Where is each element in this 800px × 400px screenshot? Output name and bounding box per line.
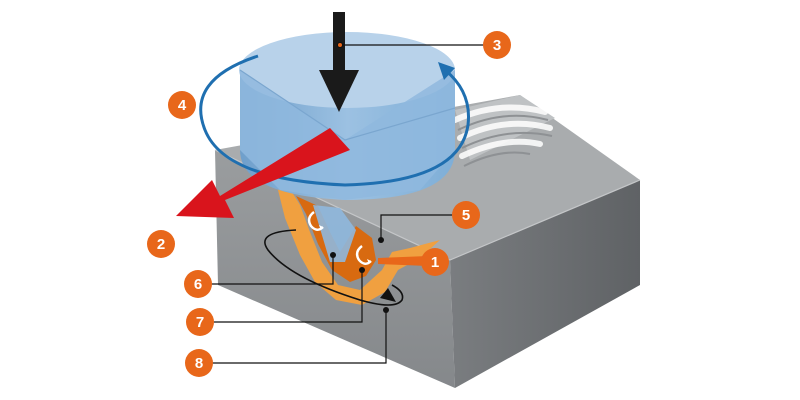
downforce-arrow-icon (319, 12, 359, 112)
leader-dots (330, 42, 389, 313)
workpiece-side-face (450, 180, 640, 388)
stir-zone-inner (296, 196, 376, 282)
leader-line-5 (380, 214, 452, 240)
leader-line-6 (210, 255, 334, 285)
traverse-arrow-icon (176, 128, 350, 218)
svg-text:3: 3 (493, 37, 501, 54)
svg-text:1: 1 (431, 254, 439, 271)
callout-1-pointer (378, 256, 428, 266)
stir-zone-outer (275, 178, 440, 305)
leader-line-7 (214, 270, 363, 323)
callout-badge-2: 2 (147, 230, 175, 258)
svg-text:5: 5 (462, 207, 470, 224)
callout-badge-8: 8 (185, 349, 213, 377)
material-flow-icon (355, 245, 372, 265)
callout-badge-1: 1 (421, 248, 449, 276)
svg-text:7: 7 (196, 314, 204, 331)
svg-text:6: 6 (194, 276, 202, 293)
callout-badge-6: 6 (184, 270, 212, 298)
leader-line-8 (212, 310, 387, 364)
svg-text:4: 4 (178, 97, 187, 114)
pin-cavity (313, 205, 356, 262)
callout-badge-3: 3 (483, 31, 511, 59)
svg-text:8: 8 (195, 355, 203, 372)
surface-contact-outline (264, 229, 404, 306)
callout-badge-7: 7 (186, 308, 214, 336)
material-flow-icon (307, 211, 324, 231)
callout-badge-4: 4 (168, 91, 196, 119)
weld-bead (452, 95, 555, 167)
stir-zone (275, 178, 440, 305)
rotation-arrow-icon (199, 54, 471, 187)
callout-badge-5: 5 (452, 201, 480, 229)
svg-text:2: 2 (157, 236, 165, 253)
